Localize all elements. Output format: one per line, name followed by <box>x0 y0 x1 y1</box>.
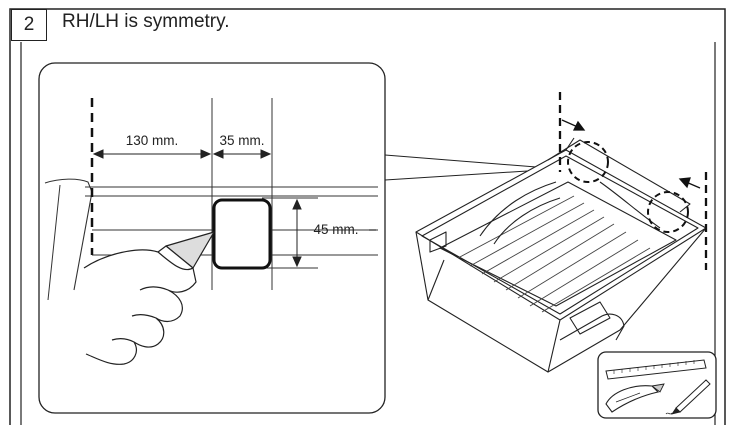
step-number-box: 2 <box>11 9 47 41</box>
dim-height-cut-label: 45 mm. <box>313 222 358 237</box>
height-dimension-arrows <box>292 198 302 268</box>
dim-width-cut-label: 35 mm. <box>219 133 264 148</box>
utility-knife-icon <box>605 383 665 413</box>
pencil-icon <box>665 379 711 415</box>
hand-icon <box>83 231 215 365</box>
outer-frame <box>9 8 726 425</box>
cut-out-area <box>212 198 272 270</box>
panel-corner <box>44 178 93 291</box>
tools-inset <box>597 351 717 419</box>
cut-location-markers <box>567 141 689 233</box>
detail-inset: 130 mm. 35 mm. 45 mm. <box>38 62 386 414</box>
width-dimension-arrows <box>92 149 272 159</box>
direction-arrows <box>561 119 701 189</box>
drawer-dashed-guides <box>558 92 708 270</box>
step-title: RH/LH is symmetry. <box>62 11 230 32</box>
dim-width-left-label: 130 mm. <box>126 133 179 148</box>
drawer-icon <box>415 137 707 373</box>
dimension-reference-lines <box>211 98 318 290</box>
ruler-icon <box>605 359 707 380</box>
